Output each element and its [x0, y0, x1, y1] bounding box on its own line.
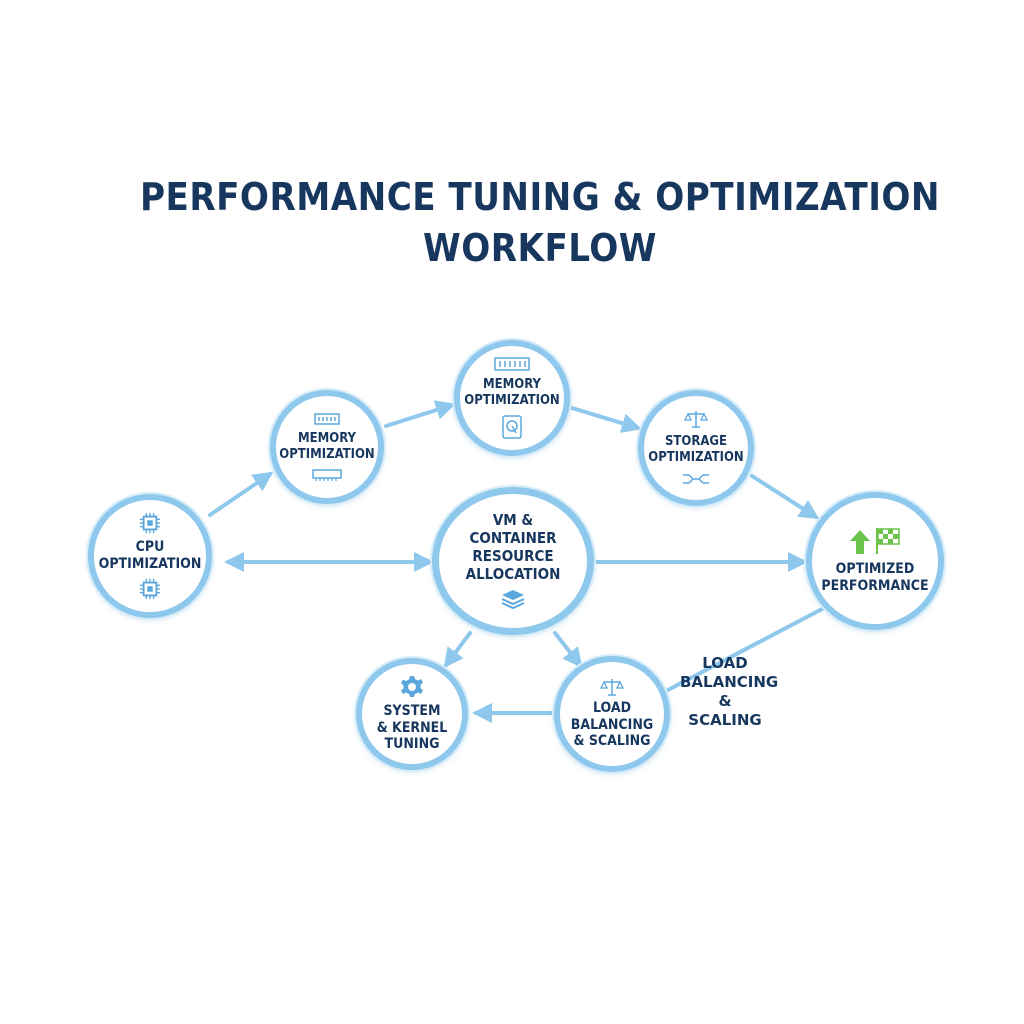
node-cpu-optimization[interactable]: CPU OPTIMIZATION — [88, 494, 212, 618]
page-title: PERFORMANCE TUNING & OPTIMIZATION WORKFL… — [54, 172, 1024, 274]
balance-scale-icon — [600, 678, 624, 696]
ram-module-icon — [494, 357, 530, 372]
memory-optimization-top-label: MEMORY OPTIMIZATION — [464, 377, 560, 408]
arrow-vm-to-load — [553, 631, 583, 669]
stacked-layers-icon — [501, 590, 525, 610]
arrow-memory-top-to-storage — [570, 406, 642, 433]
balance-scale-icon — [684, 411, 708, 429]
node-system-kernel-tuning[interactable]: SYSTEM & KERNEL TUNING — [356, 658, 468, 770]
connector-load-to-optimized — [666, 606, 826, 692]
node-vm-container-allocation[interactable]: VM & CONTAINER RESOURCE ALLOCATION — [432, 487, 594, 635]
node-memory-optimization-top[interactable]: MEMORY OPTIMIZATION — [454, 340, 570, 456]
node-optimized-performance[interactable]: OPTIMIZED PERFORMANCE — [806, 492, 944, 630]
arrow-cpu-to-memory-left — [208, 471, 274, 517]
node-load-balancing-scaling[interactable]: LOAD BALANCING & SCALING — [554, 656, 670, 772]
hard-drive-icon — [502, 414, 522, 439]
memory-optimization-left-label: MEMORY OPTIMIZATION — [279, 431, 375, 462]
node-memory-optimization-left[interactable]: MEMORY OPTIMIZATION — [270, 390, 384, 504]
load-balancing-scaling-label: LOAD BALANCING & SCALING — [570, 699, 654, 750]
arrow-vm-to-kernel — [443, 631, 472, 669]
system-kernel-tuning-label: SYSTEM & KERNEL TUNING — [376, 702, 448, 753]
title-line-2: WORKFLOW — [423, 226, 657, 270]
title-line-1: PERFORMANCE TUNING & OPTIMIZATION — [140, 175, 940, 219]
optimized-icon-group — [849, 527, 901, 555]
cpu-chip-icon — [139, 578, 161, 599]
vm-container-allocation-label: VM & CONTAINER RESOURCE ALLOCATION — [465, 511, 561, 583]
arrow-memory-left-to-memory-top — [384, 400, 456, 428]
network-switch-icon — [683, 473, 709, 484]
cpu-optimization-label: CPU OPTIMIZATION — [98, 539, 202, 572]
ram-module-icon — [312, 468, 342, 481]
gear-icon — [401, 675, 423, 697]
edge-label-load-balancing: LOAD BALANCING & SCALING — [680, 654, 779, 729]
optimized-performance-label: OPTIMIZED PERFORMANCE — [821, 561, 929, 594]
checkered-flag-icon — [876, 528, 900, 555]
storage-optimization-label: STORAGE OPTIMIZATION — [648, 434, 744, 465]
node-storage-optimization[interactable]: STORAGE OPTIMIZATION — [638, 390, 754, 506]
cpu-chip-icon — [139, 513, 161, 534]
arrow-storage-to-optimized — [750, 474, 820, 520]
ram-module-icon — [314, 413, 340, 426]
up-arrow-icon — [850, 530, 870, 555]
